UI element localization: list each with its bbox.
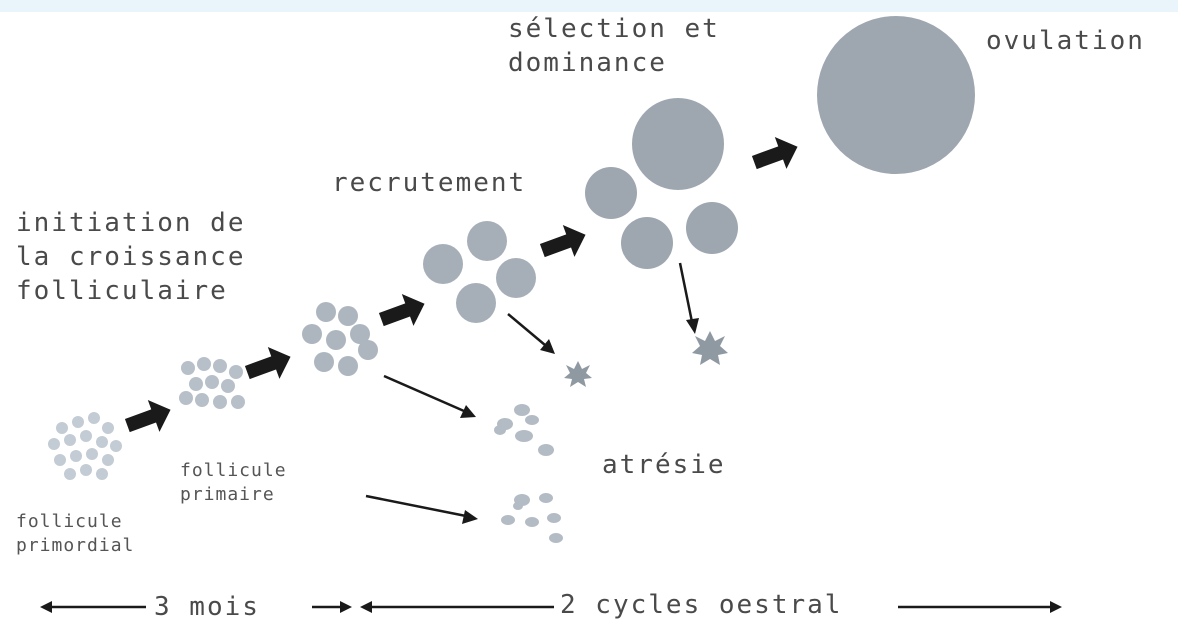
recruited-follicle-cluster: [423, 221, 536, 323]
progression-arrow-3: [378, 293, 425, 327]
progression-arrows: [124, 136, 798, 433]
timeline-3-mois-right-arrow: [312, 601, 352, 613]
primordial-follicle-cluster: [48, 412, 122, 480]
initiation-label: initiation de la croissance folliculaire: [16, 208, 246, 306]
atretic-star-small: [564, 361, 592, 387]
timeline-cycles-right-arrow: [898, 601, 1062, 613]
atretic-star-large: [692, 331, 728, 365]
primary-follicle-cluster: [179, 357, 245, 409]
primaire-label: follicule primaire: [180, 460, 287, 505]
atretic-cluster-upper: [494, 404, 554, 456]
progression-arrow-1: [124, 399, 171, 433]
secondary-follicle-cluster: [302, 302, 378, 376]
timeline-cycles-label: 2 cycles oestral: [560, 590, 843, 620]
atresia-arrow-3: [507, 313, 555, 354]
atresia-arrow-2: [383, 374, 476, 418]
selected-follicle-cluster: [585, 98, 738, 269]
progression-arrow-5: [751, 136, 798, 170]
primordial-label: follicule primordial: [16, 511, 135, 556]
timeline-cycles-left-arrow: [360, 601, 554, 613]
timeline-arrows: [40, 601, 1062, 613]
timeline-3-mois-label: 3 mois: [154, 592, 260, 622]
timeline-3-mois-left-arrow: [40, 601, 146, 613]
ovulation-label: ovulation: [986, 26, 1145, 56]
atresia-arrow-1: [365, 494, 478, 524]
atresia-arrows: [365, 262, 699, 524]
top-strip: [0, 0, 1178, 12]
atresie-label: atrésie: [602, 450, 726, 480]
atretic-cluster-lower: [501, 493, 563, 543]
progression-arrow-4: [539, 224, 586, 258]
ovulatory-follicle: [817, 16, 975, 174]
recrutement-label: recrutement: [332, 168, 527, 198]
atresia-arrow-4: [678, 262, 699, 334]
progression-arrow-2: [244, 346, 291, 380]
selection-label: sélection et dominance: [508, 14, 720, 78]
